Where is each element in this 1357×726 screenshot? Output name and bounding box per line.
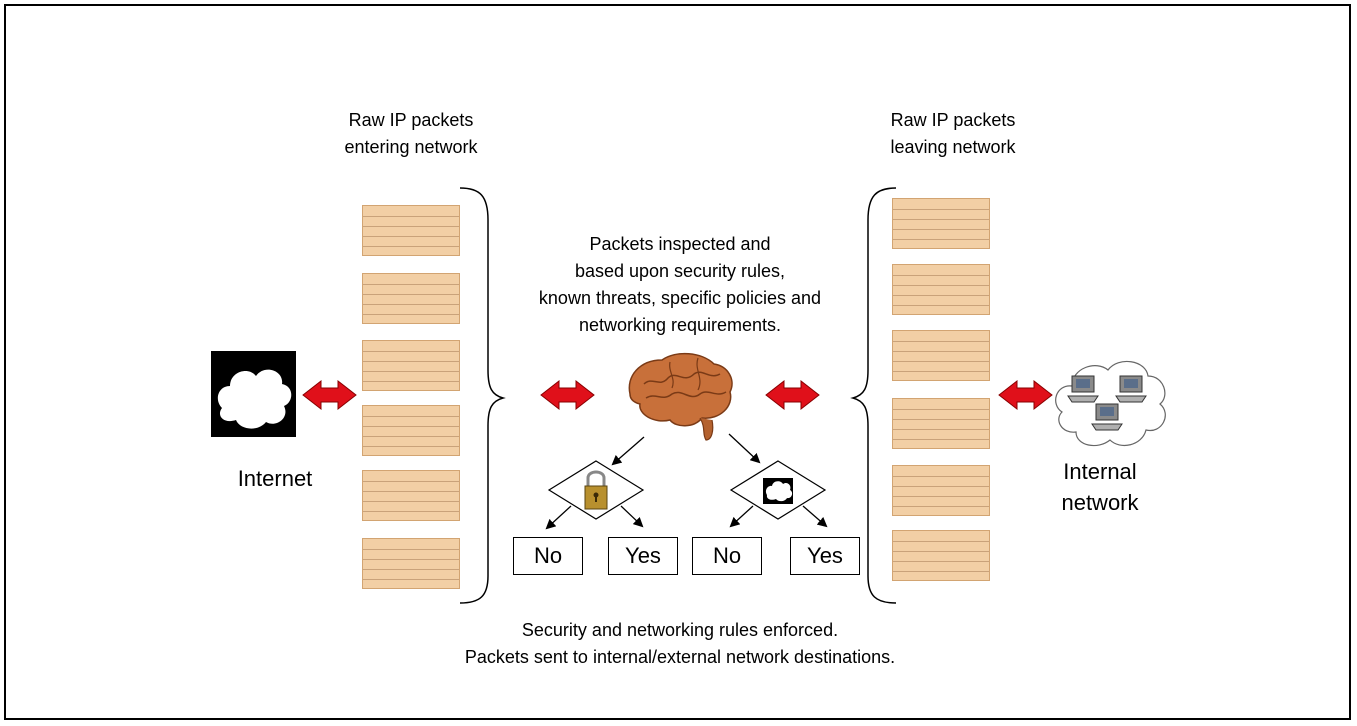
inspection-line-1: Packets inspected and bbox=[589, 234, 771, 254]
packet-image bbox=[892, 398, 990, 449]
enforced-line-1: Security and networking rules enforced. bbox=[521, 620, 839, 640]
double-arrow-icon bbox=[765, 379, 820, 411]
computer-icon bbox=[1091, 403, 1123, 431]
packet-image bbox=[892, 465, 990, 516]
brain-icon bbox=[628, 352, 733, 441]
packet-image bbox=[362, 470, 460, 521]
padlock-icon bbox=[584, 470, 608, 510]
decision-1-no-box: No bbox=[513, 537, 583, 575]
double-arrow-icon bbox=[302, 379, 357, 411]
diagram-frame bbox=[4, 4, 1351, 720]
outgoing-packets-label: Raw IP packets leaving network bbox=[873, 107, 1033, 161]
decision-2-no-box: No bbox=[692, 537, 762, 575]
enforcement-description: Security and networking rules enforced. … bbox=[380, 617, 980, 671]
packet-image bbox=[362, 273, 460, 324]
incoming-label-line-1: Raw IP packets bbox=[348, 110, 474, 130]
internet-cloud-icon bbox=[211, 351, 296, 437]
packet-image bbox=[362, 205, 460, 256]
incoming-packets-label: Raw IP packets entering network bbox=[316, 107, 506, 161]
packet-image bbox=[362, 340, 460, 391]
inspection-description: Packets inspected and based upon securit… bbox=[520, 231, 840, 339]
enforced-line-2: Packets sent to internal/external networ… bbox=[464, 647, 896, 667]
outgoing-label-line-1: Raw IP packets bbox=[890, 110, 1016, 130]
decision-2-yes-arrow bbox=[802, 505, 828, 528]
inspection-line-4: networking requirements. bbox=[578, 315, 782, 335]
outgoing-brace bbox=[850, 187, 897, 604]
decision-1-yes-box: Yes bbox=[608, 537, 678, 575]
brain-to-decision-1-arrow bbox=[611, 436, 645, 466]
cloud-icon bbox=[763, 478, 793, 504]
outgoing-label-line-2: leaving network bbox=[890, 137, 1016, 157]
computer-icon bbox=[1115, 375, 1147, 403]
internet-label: Internet bbox=[237, 466, 313, 491]
packet-image bbox=[892, 264, 990, 315]
decision-1-no-arrow bbox=[545, 505, 572, 530]
decision-2-yes-box: Yes bbox=[790, 537, 860, 575]
packet-image bbox=[362, 405, 460, 456]
double-arrow-icon bbox=[540, 379, 595, 411]
double-arrow-icon bbox=[998, 379, 1053, 411]
internal-label-line-2: network bbox=[1061, 490, 1139, 515]
incoming-brace bbox=[459, 187, 506, 604]
internal-network-cloud-icon bbox=[1055, 360, 1166, 447]
incoming-label-line-2: entering network bbox=[344, 137, 478, 157]
packet-image bbox=[892, 330, 990, 381]
packet-image bbox=[892, 530, 990, 581]
inspection-line-3: known threats, specific policies and bbox=[538, 288, 822, 308]
packet-image bbox=[362, 538, 460, 589]
internal-network-label: Internal network bbox=[1040, 456, 1160, 518]
inspection-line-2: based upon security rules, bbox=[574, 261, 786, 281]
computer-icon bbox=[1067, 375, 1099, 403]
internal-label-line-1: Internal bbox=[1063, 459, 1137, 484]
packet-image bbox=[892, 198, 990, 249]
decision-1-yes-arrow bbox=[620, 505, 644, 528]
brain-to-decision-2-arrow bbox=[728, 433, 761, 464]
decision-2-no-arrow bbox=[729, 505, 754, 528]
